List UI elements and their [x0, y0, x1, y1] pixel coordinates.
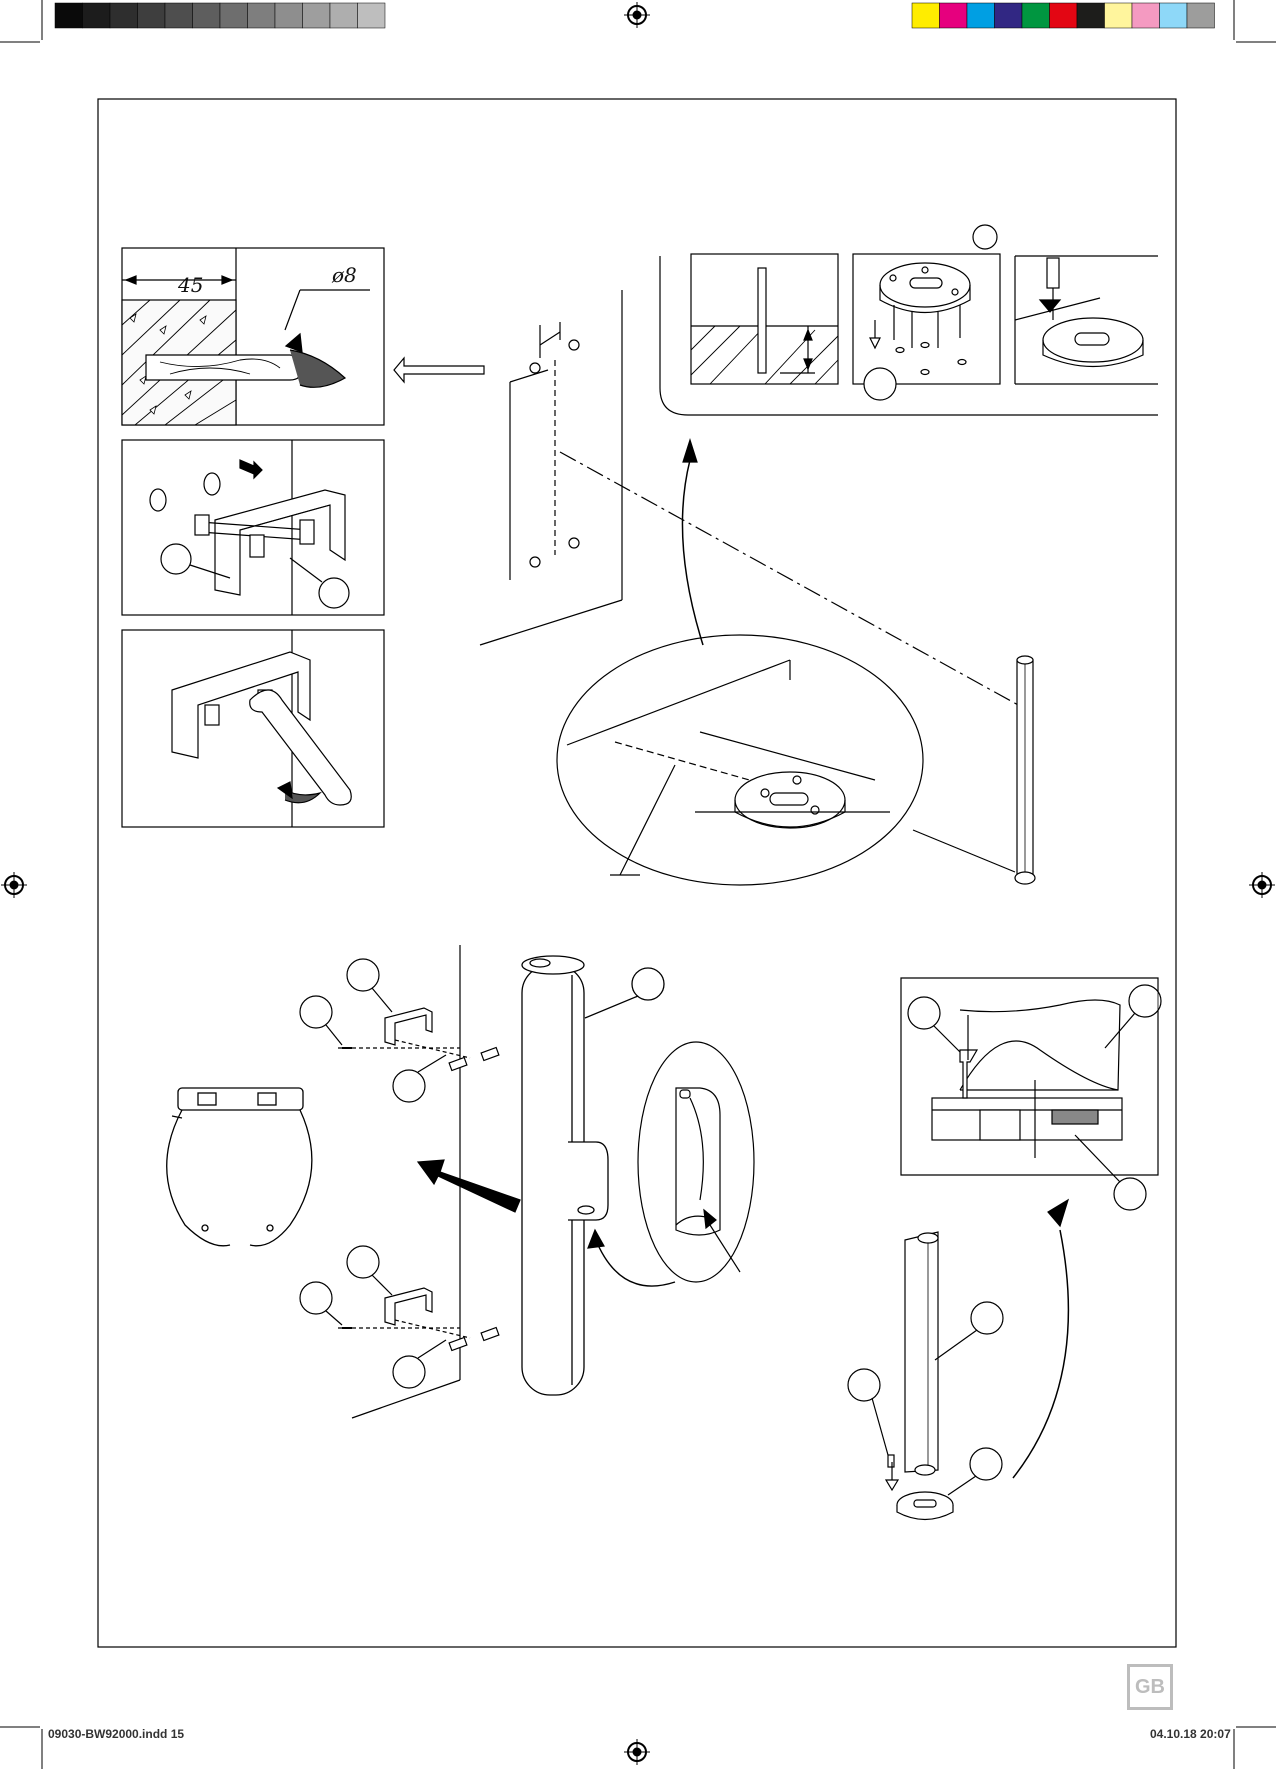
- color-swatch: [912, 3, 940, 28]
- grey-swatch: [165, 3, 193, 28]
- color-swatch: [940, 3, 968, 28]
- color-swatch: [1105, 3, 1133, 28]
- grey-swatch: [220, 3, 248, 28]
- grey-swatch: [83, 3, 111, 28]
- registration-mark-left: [1, 872, 27, 898]
- footer-datetime: 04.10.18 20:07: [1150, 1727, 1231, 1741]
- grey-swatch: [303, 3, 331, 28]
- latch-detail: [588, 1042, 754, 1286]
- grey-swatch: [275, 3, 303, 28]
- grey-swatch: [55, 3, 83, 28]
- color-swatch: [1050, 3, 1078, 28]
- registration-mark-right: [1249, 872, 1275, 898]
- wrench-panel: [122, 630, 384, 827]
- grey-swatch: [110, 3, 138, 28]
- registration-mark-top: [624, 2, 650, 28]
- end-cap-detail: [901, 978, 1161, 1478]
- upright-post: [1015, 656, 1035, 884]
- grey-swatch: [138, 3, 166, 28]
- color-swatch: [1132, 3, 1160, 28]
- wall-mounting-diagram: [300, 945, 520, 1418]
- drill-diameter-label: ø8: [331, 263, 357, 287]
- color-swatch: [1077, 3, 1105, 28]
- color-swatch: [967, 3, 995, 28]
- base-plate-steps: [660, 225, 1158, 415]
- color-swatch: [1160, 3, 1188, 28]
- drill-depth-label: 45: [177, 273, 203, 297]
- grey-swatch: [358, 3, 386, 28]
- content-frame: [98, 99, 1176, 1647]
- post-with-base: [848, 1232, 1003, 1520]
- grey-swatch: [248, 3, 276, 28]
- language-badge: GB: [1127, 1664, 1173, 1710]
- grey-calibration-bar: [55, 3, 385, 28]
- color-swatch: [1022, 3, 1050, 28]
- bracket-bolt-panel: [122, 440, 384, 615]
- base-plate-detail: [557, 440, 1020, 885]
- cassette-profile: [167, 1088, 312, 1246]
- color-swatch: [995, 3, 1023, 28]
- footer-file-name: 09030-BW92000.indd 15: [48, 1727, 184, 1741]
- grey-swatch: [193, 3, 221, 28]
- grey-swatch: [330, 3, 358, 28]
- color-calibration-bar: [912, 3, 1215, 28]
- registration-mark-bottom: [624, 1739, 650, 1765]
- color-swatch: [1187, 3, 1215, 28]
